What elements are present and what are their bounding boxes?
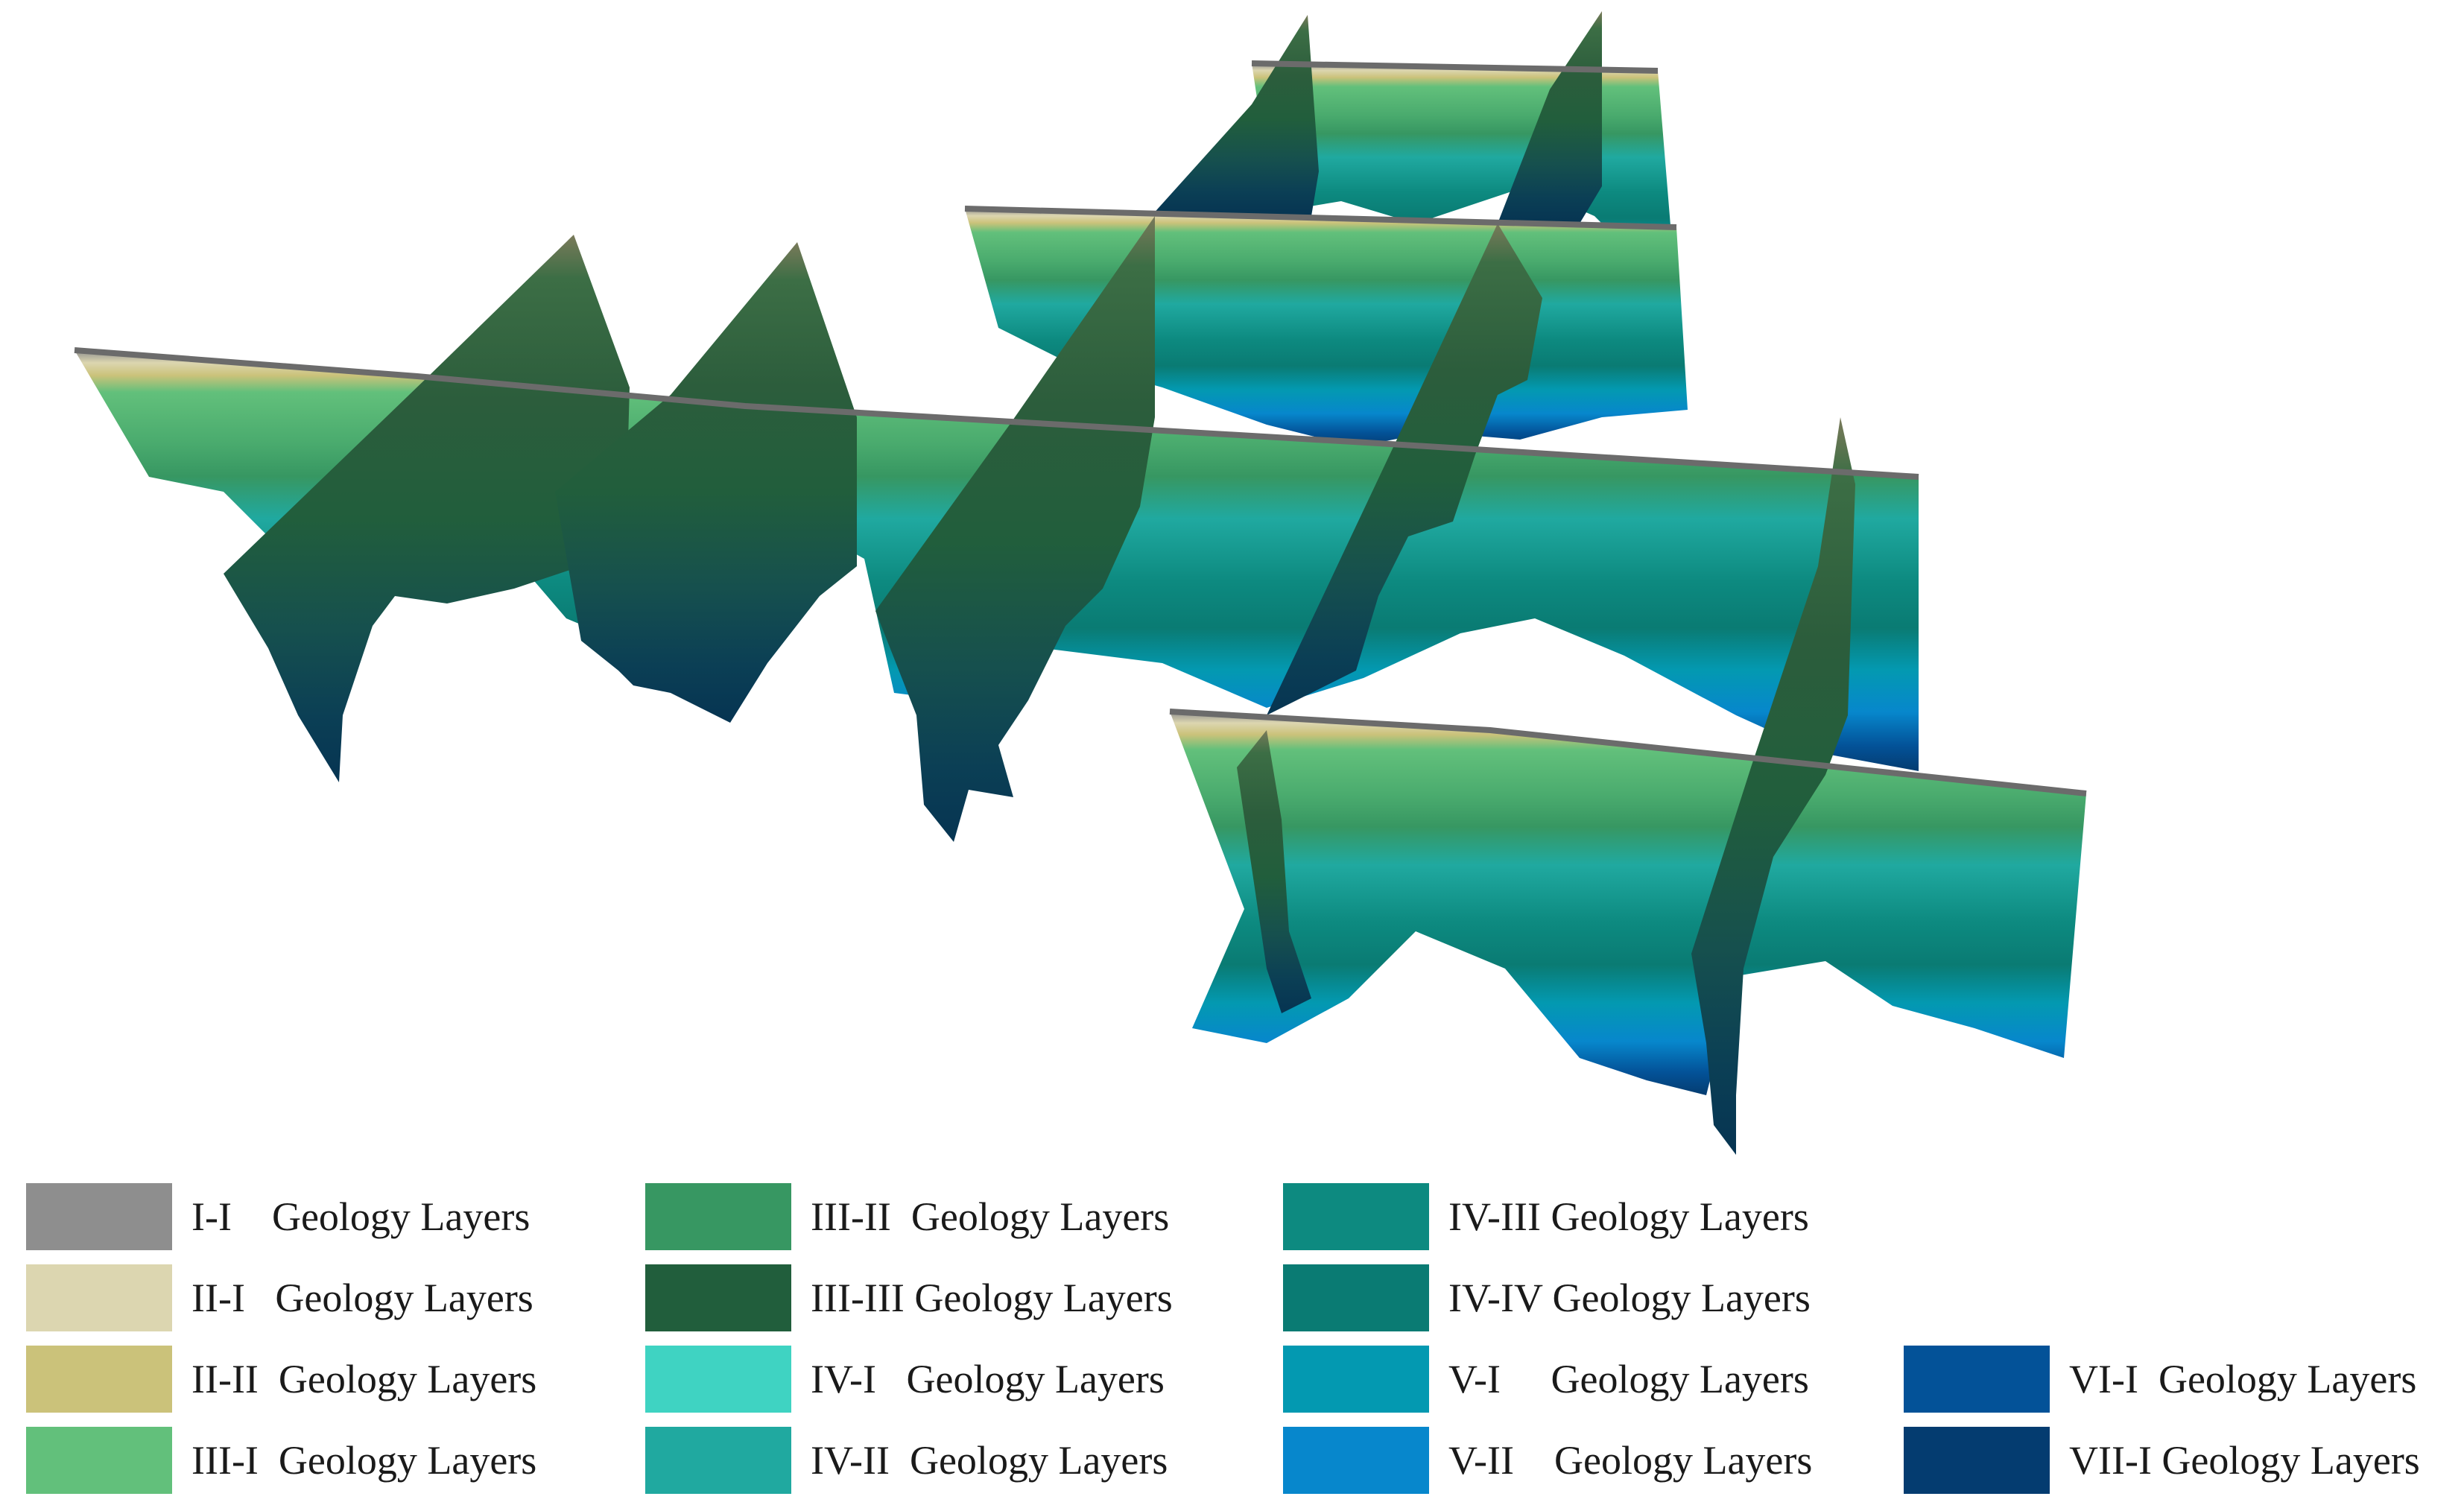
section-ew-front [1170,712,2086,1095]
section-ns-fin-2 [555,242,857,723]
legend-item-iv-iv: IV-IV Geology Layers [1283,1264,1811,1331]
surface-line-front [1169,709,2087,796]
legend-label-iv-iii: IV-III Geology Layers [1448,1194,1809,1239]
legend-swatch-v-ii [1283,1427,1429,1494]
legend-swatch-iii-ii [645,1183,791,1250]
legend-item-iii-iii: III-III Geology Layers [645,1264,1173,1331]
legend-swatch-iv-ii [645,1427,791,1494]
legend-label-vi-i: VI-I Geology Layers [2069,1357,2417,1401]
legend-item-iii-i: III-I Geology Layers [26,1427,536,1494]
legend-label-v-i: V-I Geology Layers [1448,1357,1809,1401]
legend-item-ii-ii: II-II Geology Layers [26,1346,536,1413]
legend-swatch-vi-i [1904,1346,2050,1413]
legend-swatch-iv-iii [1283,1183,1429,1250]
legend-item-vi-i: VI-I Geology Layers [1904,1346,2416,1413]
legend-swatch-iii-i [26,1427,172,1494]
legend-item-i-i: I-I Geology Layers [26,1183,530,1250]
legend-swatch-iv-i [645,1346,791,1413]
legend-label-ii-ii: II-II Geology Layers [191,1357,537,1401]
legend-swatch-vii-i [1904,1427,2050,1494]
section-ns-fin-1 [224,235,630,782]
legend-item-iii-ii: III-II Geology Layers [645,1183,1169,1250]
legend-label-iii-ii: III-II Geology Layers [811,1194,1170,1239]
legend-item-ii-i: II-I Geology Layers [26,1264,533,1331]
section-ns-fin-5 [1267,224,1542,715]
section-ns-fin-6 [1498,11,1602,224]
legend-swatch-i-i [26,1183,172,1250]
legend-label-ii-i: II-I Geology Layers [191,1276,533,1320]
legend-item-vii-i: VII-I Geology Layers [1904,1427,2420,1494]
legend-item-iv-i: IV-I Geology Layers [645,1346,1165,1413]
legend-item-v-i: V-I Geology Layers [1283,1346,1809,1413]
legend-swatch-v-i [1283,1346,1429,1413]
legend-swatch-ii-ii [26,1346,172,1413]
legend-swatch-iv-iv [1283,1264,1429,1331]
legend-item-v-ii: V-II Geology Layers [1283,1427,1812,1494]
legend-label-iv-iv: IV-IV Geology Layers [1448,1276,1811,1320]
surface-line-main [74,347,1919,480]
legend-swatch-ii-i [26,1264,172,1331]
surface-line-back-mid [964,206,1677,230]
legend-item-iv-iii: IV-III Geology Layers [1283,1183,1809,1250]
legend-label-iv-ii: IV-II Geology Layers [811,1438,1168,1483]
geology-fence-diagram [74,11,2087,1155]
surface-line-back-top [1251,60,1659,74]
section-ns-fin-4 [1151,15,1319,216]
section-ns-fin-3 [875,216,1155,842]
legend-label-v-ii: V-II Geology Layers [1448,1438,1813,1483]
legend-label-vii-i: VII-I Geology Layers [2069,1438,2420,1483]
legend-label-iv-i: IV-I Geology Layers [811,1357,1165,1401]
legend-label-i-i: I-I Geology Layers [191,1194,531,1239]
section-ns-fin-8 [1691,417,1855,1155]
legend-label-iii-iii: III-III Geology Layers [811,1276,1173,1320]
legend-swatch-iii-iii [645,1264,791,1331]
legend-item-iv-ii: IV-II Geology Layers [645,1427,1168,1494]
section-ns-fin-7 [1237,730,1311,1013]
legend-label-iii-i: III-I Geology Layers [191,1438,537,1483]
